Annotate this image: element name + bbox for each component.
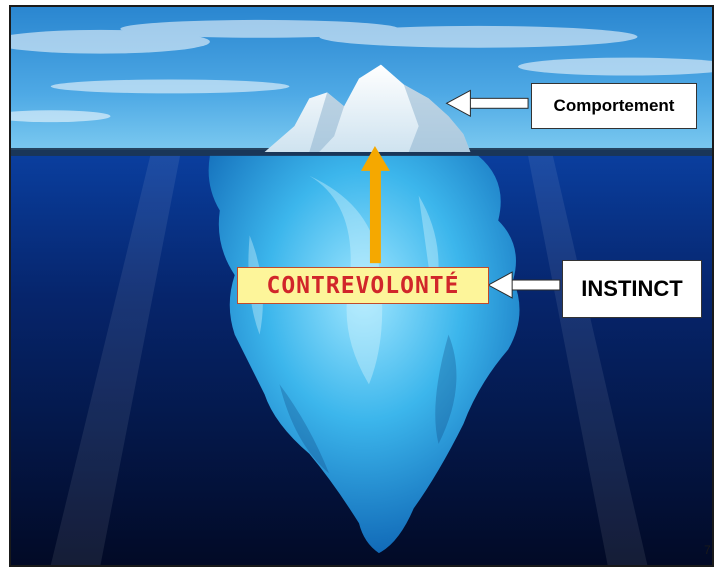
arrow-left-icon (487, 271, 561, 299)
arrow-left-icon (445, 89, 529, 118)
clouds (11, 19, 712, 123)
counter-will-label: CONTREVOLONTÉ (237, 267, 489, 304)
instinct-label: INSTINCT (562, 260, 702, 318)
page-number: 7 (704, 543, 711, 557)
light-rays (50, 155, 648, 565)
slide: Comportement INSTINCT CONTREVOLONTÉ 7 (9, 5, 714, 567)
behavior-label: Comportement (531, 83, 697, 129)
arrow-up-icon (361, 146, 390, 264)
iceberg-underwater (208, 155, 520, 554)
tip-shadows (309, 84, 471, 152)
iceberg-illustration (11, 7, 712, 565)
ice-shadows (279, 334, 457, 474)
